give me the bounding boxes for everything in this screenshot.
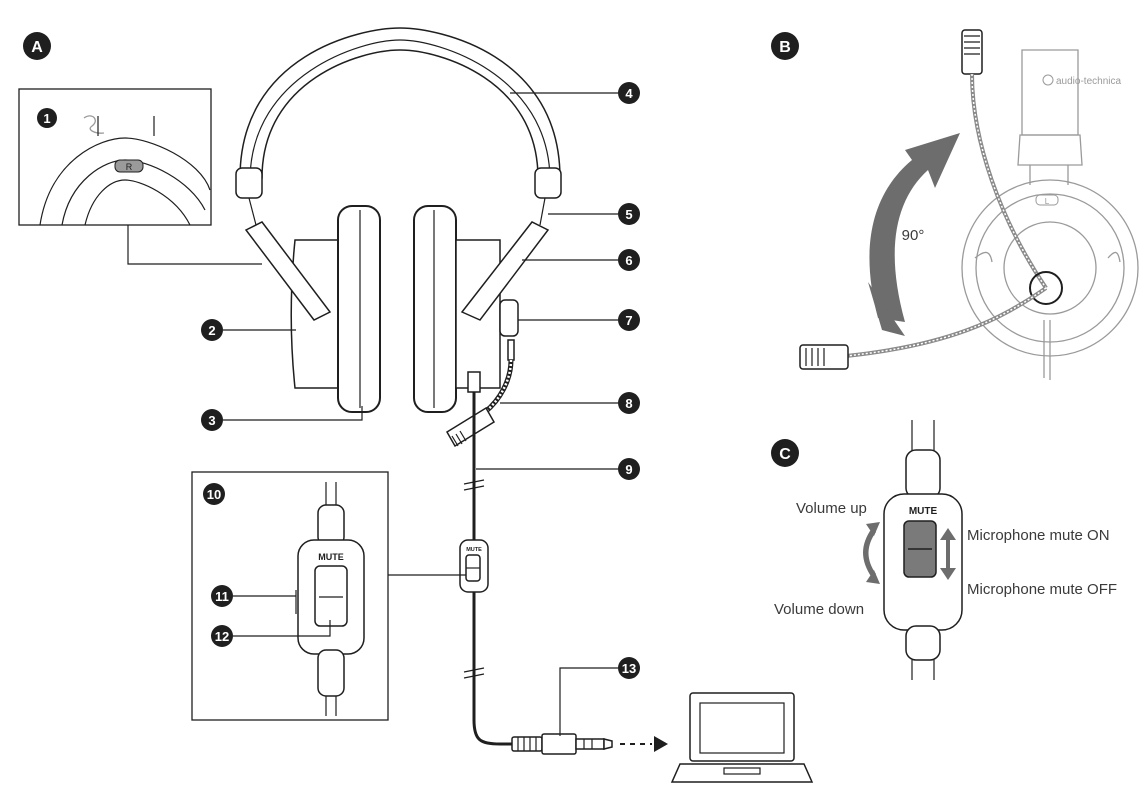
cable-lower [472, 592, 515, 746]
svg-text:11: 11 [215, 589, 229, 604]
callout-11: 11 [211, 585, 296, 607]
inset-headband-marking: 1 R [18, 88, 212, 226]
controller-detail: MUTE [883, 420, 963, 680]
svg-text:L: L [1045, 197, 1050, 206]
volume-down-label: Volume down [774, 601, 864, 618]
callout-13: 13 [559, 657, 640, 736]
volume-wheel-arrow [863, 522, 880, 584]
volume-up-label: Volume up [796, 500, 867, 517]
callout-12: 12 [211, 620, 331, 647]
boom-mic-up-position [961, 29, 1048, 290]
leader-1 [127, 225, 262, 265]
svg-text:9: 9 [625, 462, 632, 477]
callout-4: 4 [510, 82, 640, 104]
svg-text:90°: 90° [902, 227, 925, 244]
svg-text:13: 13 [622, 661, 636, 676]
svg-text:MUTE: MUTE [909, 506, 938, 517]
side-view-headset: audio-technica L [961, 49, 1139, 380]
svg-text:3: 3 [208, 413, 215, 428]
callout-2: 2 [201, 319, 296, 341]
section-c-badge: C [771, 439, 799, 467]
cable-break-1 [463, 479, 485, 491]
rotation-arrow: 90° [868, 133, 960, 336]
headband [235, 27, 562, 199]
svg-text:R: R [126, 162, 133, 172]
svg-text:MUTE: MUTE [466, 547, 482, 553]
svg-text:audio-technica: audio-technica [1056, 76, 1121, 87]
callout-9: 9 [476, 458, 640, 480]
inline-controller: MUTE [459, 539, 489, 593]
svg-text:A: A [31, 39, 43, 56]
svg-text:7: 7 [625, 313, 632, 328]
svg-text:4: 4 [625, 86, 633, 101]
svg-text:10: 10 [207, 487, 221, 502]
callout-7: 7 [518, 309, 640, 331]
svg-text:6: 6 [625, 253, 632, 268]
callout-8: 8 [500, 392, 640, 414]
svg-text:5: 5 [625, 207, 632, 222]
svg-text:C: C [779, 446, 791, 463]
svg-text:2: 2 [208, 323, 215, 338]
callout-5: 5 [548, 203, 640, 225]
section-b-badge: B [771, 32, 799, 60]
laptop-icon [670, 692, 814, 783]
svg-text:12: 12 [215, 629, 229, 644]
mute-off-label: Microphone mute OFF [967, 581, 1117, 598]
svg-text:1: 1 [43, 111, 50, 126]
svg-text:8: 8 [625, 396, 632, 411]
svg-text:MUTE: MUTE [318, 552, 344, 562]
mute-on-label: Microphone mute ON [967, 527, 1110, 544]
connection-arrowhead [654, 736, 668, 752]
left-earcup [244, 197, 381, 413]
boom-microphone [445, 339, 515, 448]
mute-slide-arrow [940, 528, 956, 580]
callout-6: 6 [522, 249, 640, 271]
boom-mic-down-position [799, 271, 1063, 370]
mini-plug [511, 733, 613, 755]
callout-3: 3 [201, 406, 363, 431]
right-earcup [413, 197, 550, 413]
svg-text:B: B [779, 39, 791, 56]
cable-break-2 [463, 667, 485, 679]
section-a-badge: A [23, 32, 51, 60]
